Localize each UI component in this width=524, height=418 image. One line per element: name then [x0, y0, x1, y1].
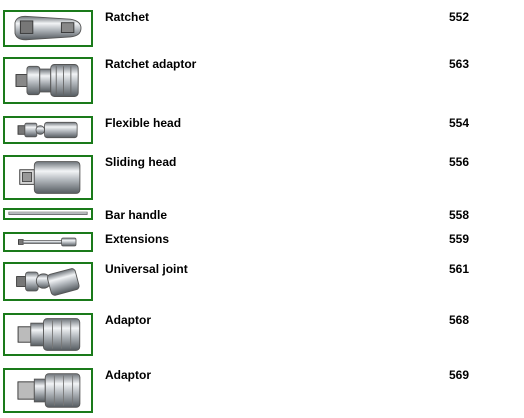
extensions-thumbnail[interactable]: [3, 232, 93, 252]
bar-handle-thumbnail[interactable]: [3, 208, 93, 220]
tool-name: Flexible head: [105, 116, 182, 130]
tool-code: 568: [449, 313, 470, 327]
tool-name: Sliding head: [105, 155, 177, 169]
tool-name: Bar handle: [105, 208, 168, 222]
tool-row: Adaptor 569: [0, 368, 524, 413]
tool-code: 563: [449, 57, 470, 71]
tool-row: Flexible head 554: [0, 116, 524, 144]
universal-joint-thumbnail[interactable]: [3, 262, 93, 301]
bar-handle-icon: [8, 211, 88, 215]
sliding-head-icon: [19, 161, 81, 194]
tool-code: 558: [449, 208, 470, 222]
tool-code: 552: [449, 10, 470, 24]
adaptor-icon: [17, 318, 81, 351]
ratchet-thumbnail[interactable]: [3, 10, 93, 47]
tool-code: 569: [449, 368, 470, 382]
tool-name: Universal joint: [105, 262, 188, 276]
tool-name: Adaptor: [105, 368, 151, 382]
tool-name: Ratchet: [105, 10, 150, 24]
tool-row: Adaptor 568: [0, 313, 524, 356]
extensions-icon: [18, 237, 77, 247]
tool-row: Universal joint 561: [0, 262, 524, 301]
tool-row: Ratchet adaptor 563: [0, 57, 524, 104]
sliding-head-thumbnail[interactable]: [3, 155, 93, 200]
tool-code: 554: [449, 116, 470, 130]
adaptor-icon: [17, 373, 81, 408]
ratchet-icon: [14, 15, 82, 41]
ratchet-adaptor-thumbnail[interactable]: [3, 57, 93, 104]
flexible-head-icon: [17, 121, 78, 139]
adaptor-thumbnail[interactable]: [3, 368, 93, 413]
tool-row: Extensions 559: [0, 232, 524, 252]
universal-joint-icon: [16, 268, 80, 296]
tool-code: 561: [449, 262, 470, 276]
tool-row: Sliding head 556: [0, 155, 524, 200]
tool-row: Ratchet 552: [0, 10, 524, 47]
ratchet-adaptor-icon: [15, 64, 79, 97]
tool-code: 556: [449, 155, 470, 169]
tool-row: Bar handle 558: [0, 208, 524, 222]
tool-code: 559: [449, 232, 470, 246]
tool-name: Ratchet adaptor: [105, 57, 197, 71]
adaptor-thumbnail[interactable]: [3, 313, 93, 356]
flexible-head-thumbnail[interactable]: [3, 116, 93, 144]
tool-name: Adaptor: [105, 313, 151, 327]
tool-name: Extensions: [105, 232, 170, 246]
